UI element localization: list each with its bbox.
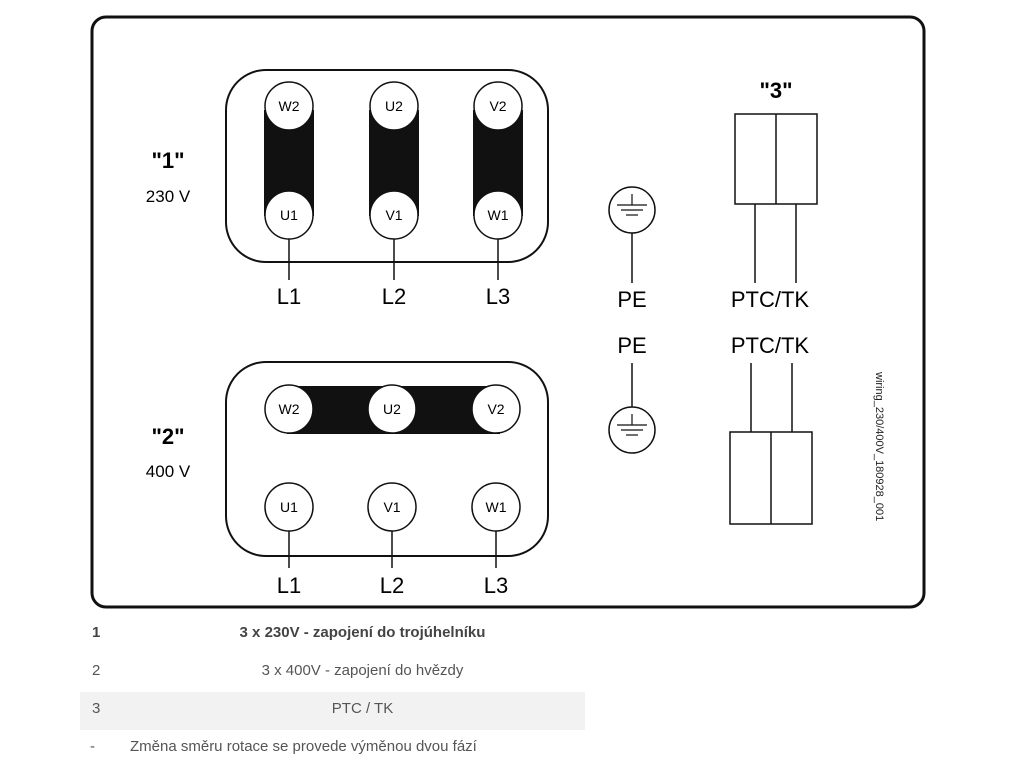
legend-number: 2 — [92, 662, 101, 679]
line-label-l3: L3 — [484, 573, 508, 598]
terminal-label: V2 — [489, 98, 506, 114]
terminal-label: W1 — [486, 499, 507, 515]
legend-text: PTC / TK — [331, 700, 394, 717]
pe-label: PE — [617, 287, 646, 312]
legend-text: 3 x 230V - zapojení do trojúhelníku — [239, 624, 486, 641]
rotation-note: - Změna směru rotace se provede výměnou d… — [90, 738, 477, 755]
terminal-w2 — [264, 81, 314, 131]
section-1-voltage: 230 V — [146, 187, 191, 206]
terminal-box-2 — [225, 361, 549, 557]
terminal-v1 — [369, 190, 419, 240]
note-text: Změna směru rotace se provede výměnou dv… — [130, 738, 477, 755]
legend-number: 3 — [92, 700, 101, 717]
terminal-u2 — [369, 81, 419, 131]
wiring-diagram: "1" 230 V W2 U2 V2 U1 V1 W1 L1 L2 L3 "2"… — [90, 15, 926, 609]
legend-table: 1 3 x 230V - zapojení do trojúhelníku 2 … — [80, 616, 585, 755]
line-label-l2: L2 — [382, 284, 406, 309]
section-2-voltage: 400 V — [146, 462, 191, 481]
drawing-id: wiring_230/400V_180928_001 — [873, 371, 885, 521]
terminal-label: U1 — [280, 207, 298, 223]
section-3-label: "3" — [759, 78, 792, 103]
line-label-l2: L2 — [380, 573, 404, 598]
terminal-v2 — [471, 384, 521, 434]
note-bullet: - — [90, 738, 95, 755]
section-3-ptc: "3" PTC/TK PTC/TK — [729, 78, 818, 525]
pe-label: PE — [617, 333, 646, 358]
terminal-label: V1 — [383, 499, 400, 515]
terminal-label: W2 — [279, 401, 300, 417]
line-label-l3: L3 — [486, 284, 510, 309]
pe-lower: PE — [608, 333, 656, 454]
terminal-label: U2 — [383, 401, 401, 417]
section-1-delta: "1" 230 V W2 U2 V2 U1 V1 W1 L1 L2 L3 — [146, 69, 549, 309]
ptc-label: PTC/TK — [731, 287, 810, 312]
section-1-label: "1" — [151, 148, 184, 173]
legend-text: 3 x 400V - zapojení do hvězdy — [261, 662, 464, 679]
terminal-label: V1 — [385, 207, 402, 223]
terminal-label: U2 — [385, 98, 403, 114]
section-2-star: "2" 400 V W2 U2 V2 U1 V1 W1 L1 L2 L3 — [146, 361, 549, 598]
ptc-label: PTC/TK — [731, 333, 810, 358]
terminal-box-1 — [225, 69, 549, 263]
terminal-v2 — [473, 81, 523, 131]
section-2-label: "2" — [151, 424, 184, 449]
terminal-label: W1 — [488, 207, 509, 223]
terminal-u1 — [264, 190, 314, 240]
line-label-l1: L1 — [277, 284, 301, 309]
terminal-w1 — [471, 482, 521, 532]
diagram-frame — [90, 15, 926, 609]
terminal-u1 — [264, 482, 314, 532]
terminal-w1 — [473, 190, 523, 240]
legend-number: 1 — [92, 624, 101, 641]
terminal-u2 — [367, 384, 417, 434]
pe-upper: PE — [608, 186, 656, 312]
terminal-label: W2 — [279, 98, 300, 114]
line-label-l1: L1 — [277, 573, 301, 598]
legend-row: 2 3 x 400V - zapojení do hvězdy — [80, 654, 585, 692]
terminal-w2 — [264, 384, 314, 434]
legend-row: 1 3 x 230V - zapojení do trojúhelníku — [80, 616, 585, 654]
terminal-label: U1 — [280, 499, 298, 515]
terminal-label: V2 — [487, 401, 504, 417]
terminal-v1 — [367, 482, 417, 532]
legend-row: 3 PTC / TK — [80, 692, 585, 730]
